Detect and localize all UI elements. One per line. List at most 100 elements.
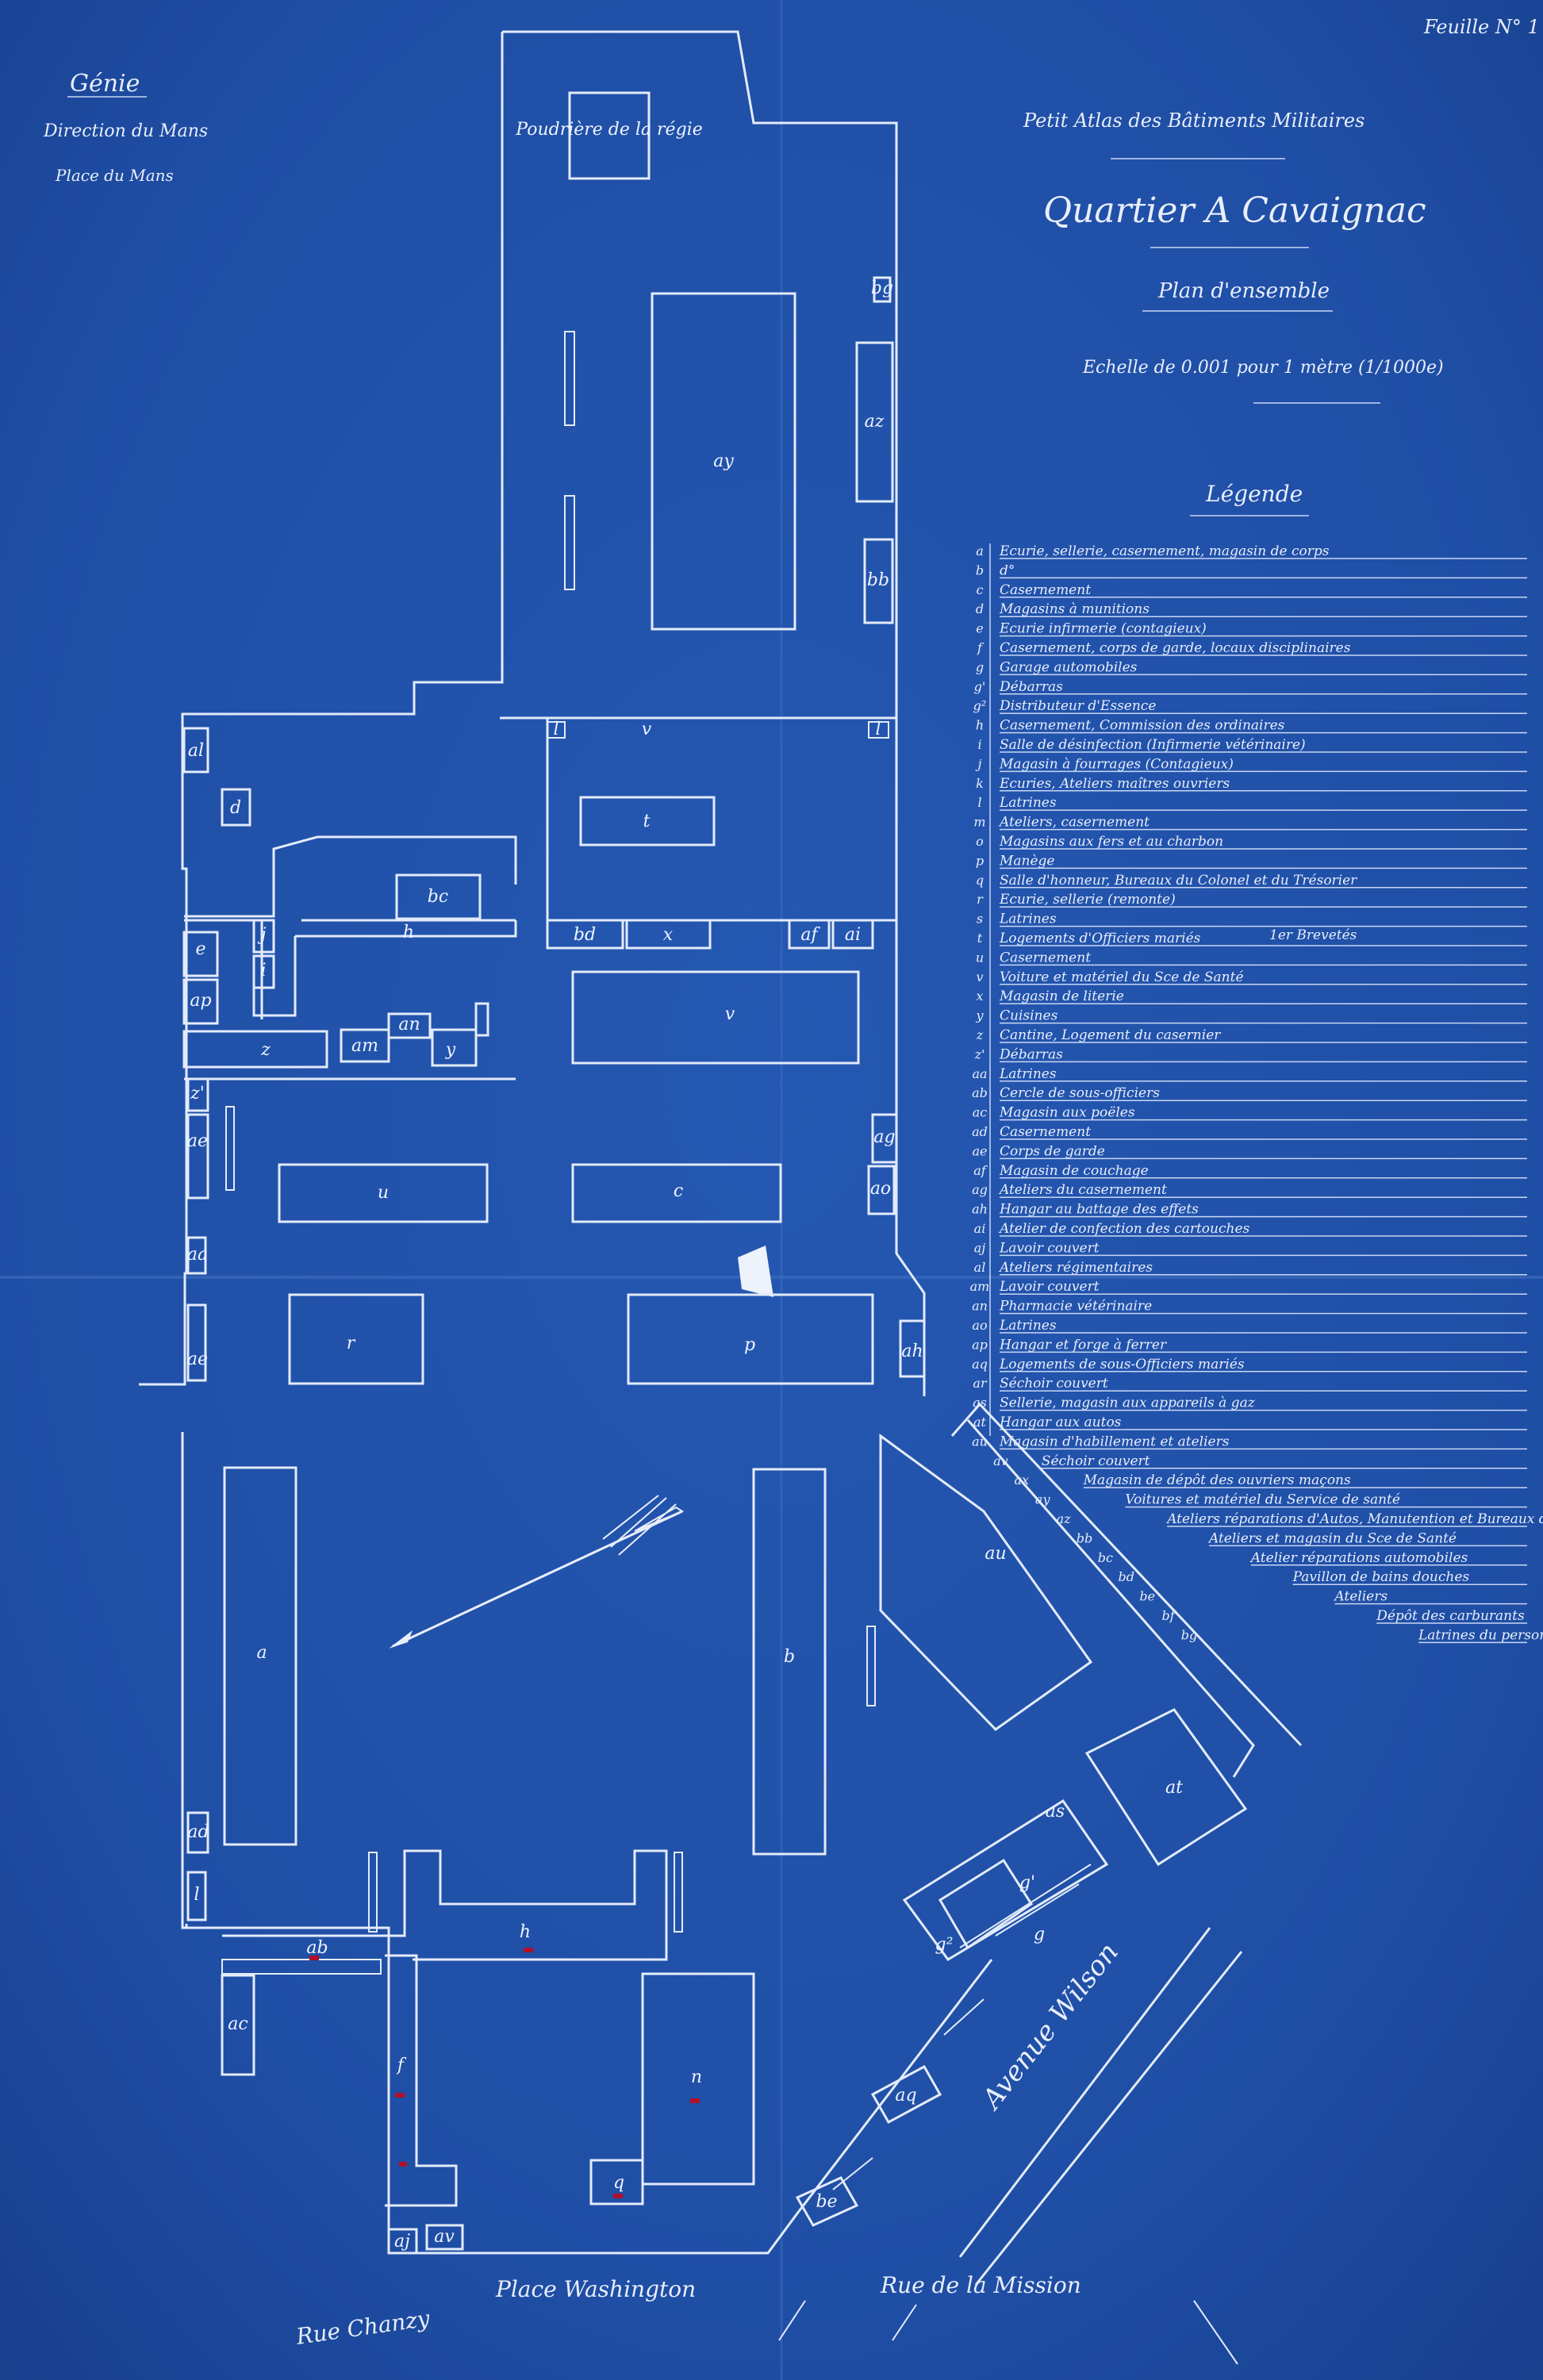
legend-code: s xyxy=(977,912,983,927)
legend-code: m xyxy=(973,815,985,830)
legend-text: Magasin de literie xyxy=(999,988,1124,1004)
building-aq xyxy=(870,2064,942,2125)
legend-text: Manège xyxy=(999,853,1055,869)
legend-text: Magasin de dépôt des ouvriers maçons xyxy=(1083,1472,1351,1488)
building-q xyxy=(589,2159,644,2205)
legend-code: ad xyxy=(972,1124,988,1139)
legend-text: Ateliers réparations d'Autos, Manutentio… xyxy=(1165,1511,1543,1527)
label-az: az xyxy=(865,412,885,432)
label-ae-top: ae xyxy=(187,1131,208,1151)
street-edge xyxy=(958,1927,1211,2258)
legend-text: Latrines du personnel du Matériel du Ser… xyxy=(1418,1627,1543,1643)
building-i xyxy=(252,954,275,989)
legend-text: Voiture et matériel du Sce de Santé xyxy=(1000,969,1244,985)
label-g1: g' xyxy=(1019,1873,1035,1893)
legend-code: at xyxy=(973,1415,987,1430)
building-as xyxy=(902,1798,1109,1961)
building-bb xyxy=(863,538,894,624)
label-aa: aa xyxy=(187,1245,208,1265)
building-x xyxy=(625,919,712,950)
legend-text: Ecuries, Ateliers maîtres ouvriers xyxy=(999,776,1230,792)
legend-text: Magasin aux poëles xyxy=(999,1105,1135,1121)
label-bg: bg xyxy=(871,278,893,298)
legend-row: u Casernement xyxy=(976,950,1527,965)
legend-text: Ateliers xyxy=(1333,1589,1388,1605)
legend-row: o Magasins aux fers et au charbon xyxy=(976,834,1527,850)
building-af xyxy=(788,919,831,950)
label-ag: ag xyxy=(873,1127,895,1147)
legend-text: Latrines xyxy=(999,912,1057,927)
building-z2 xyxy=(186,1077,209,1112)
building-v xyxy=(571,970,860,1065)
legend-text: Logements de sous-Officiers mariés xyxy=(999,1357,1245,1372)
legend-row: g'Débarras xyxy=(974,679,1527,695)
building-aj xyxy=(387,2228,418,2255)
legend-row: k Ecuries, Ateliers maîtres ouvriers xyxy=(976,776,1527,792)
label-b: b xyxy=(784,1647,795,1667)
legend-text: Ateliers et magasin du Sce de Santé xyxy=(1207,1530,1457,1546)
legend-text: Magasins aux fers et au charbon xyxy=(999,834,1223,850)
legend-row: m Ateliers, casernement xyxy=(973,815,1527,831)
legend-code: i xyxy=(977,737,981,752)
legend-text: Pavillon de bains douches xyxy=(1292,1569,1470,1585)
building-av xyxy=(425,2224,464,2251)
label-as: as xyxy=(1046,1802,1065,1821)
legend-text: Latrines xyxy=(999,795,1057,811)
legend-code: ac xyxy=(973,1105,988,1120)
legend-code: y xyxy=(975,1008,984,1023)
label-ab: ab xyxy=(306,1938,328,1958)
collection-title: Petit Atlas des Bâtiments Militaires xyxy=(1023,109,1365,132)
label-z: z xyxy=(260,1040,271,1060)
legend-text: Salle de désinfection (Infirmerie vétéri… xyxy=(1000,737,1306,753)
legend-code: am xyxy=(970,1279,990,1294)
building-n xyxy=(641,1972,755,2186)
label-an: an xyxy=(398,1015,420,1035)
label-z2: z' xyxy=(190,1084,205,1104)
street-edge xyxy=(1193,2300,1238,2365)
building-b xyxy=(752,1468,827,1856)
building-au xyxy=(879,1434,1093,1731)
label-al: al xyxy=(188,741,204,761)
label-bc: bc xyxy=(428,887,448,907)
buildings-lower xyxy=(186,1434,1248,2255)
label-g2: g² xyxy=(935,1935,954,1955)
building-g xyxy=(938,1858,1034,1950)
legend-row: i Salle de désinfection (Infirmerie vétér… xyxy=(977,737,1527,753)
legend-row: aq Logements de sous-Officiers mariés xyxy=(972,1357,1527,1372)
label-h-top: h xyxy=(403,923,414,942)
label-be: be xyxy=(816,2192,837,2212)
legend-text: Hangar au battage des effets xyxy=(999,1202,1199,1218)
legend-code: u xyxy=(976,950,984,965)
legend-code: ap xyxy=(972,1337,988,1352)
legend-code: c xyxy=(977,582,984,597)
legend-code: k xyxy=(976,776,984,791)
legend-text: Ateliers, casernement xyxy=(998,815,1150,831)
street-place-washington: Place Washington xyxy=(495,2276,696,2302)
building-at xyxy=(1084,1708,1248,1867)
label-u: u xyxy=(378,1183,389,1203)
legend-code: aq xyxy=(972,1357,988,1372)
legend-code: o xyxy=(976,834,984,849)
label-q: q xyxy=(613,2173,624,2193)
legend-text: Ateliers régimentaires xyxy=(998,1260,1153,1276)
legend-text: Casernement xyxy=(1000,582,1091,598)
label-ah: ah xyxy=(901,1342,923,1361)
legend-code: aa xyxy=(972,1066,987,1081)
building-al xyxy=(182,727,209,774)
legend-text: Casernement xyxy=(1000,950,1091,965)
